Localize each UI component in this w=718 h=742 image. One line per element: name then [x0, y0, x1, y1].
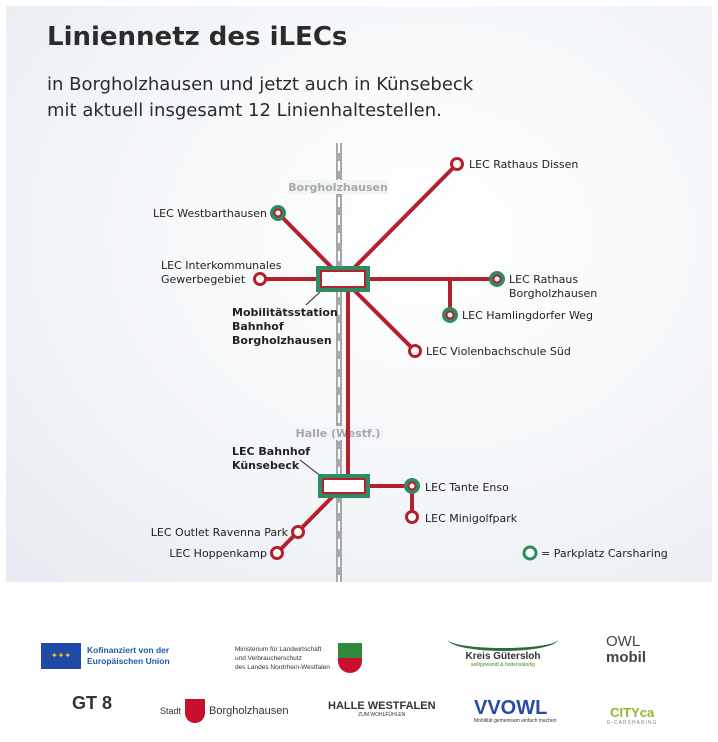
label-tante-enso: LEC Tante Enso — [425, 481, 509, 494]
town-label-halle: Halle (Westf.) — [296, 427, 381, 440]
label-rathaus-borgholz-2: Borgholzhausen — [509, 287, 597, 300]
stop-hoppenkamp — [270, 546, 284, 560]
subtitle-line-1: in Borgholzhausen und jetzt auch in Küns… — [47, 74, 474, 95]
borgholz-text: Borgholzhausen — [209, 705, 289, 717]
hub-label-2: Bahnhof — [232, 320, 284, 333]
mobil-text: mobil — [606, 649, 646, 666]
halle-text: HALLE WESTFALEN — [328, 700, 436, 712]
ministry-text-2: und Verbraucherschutz — [235, 654, 302, 662]
eu-flag-icon: ✦✦✦ — [41, 643, 81, 669]
label-hamlingdorfer: LEC Hamlingdorfer Weg — [462, 309, 593, 322]
legend-text: = Parkplatz Carsharing — [541, 547, 668, 560]
label-outlet: LEC Outlet Ravenna Park — [151, 526, 289, 539]
vvowl-text: VVOWL — [474, 697, 548, 719]
borgholz-crest-icon — [185, 699, 206, 723]
hub-label-1: Mobilitätsstation — [232, 306, 338, 319]
subtitle-line-2: mit aktuell insgesamt 12 Linienhaltestel… — [47, 100, 442, 121]
stop-interkommunal — [253, 272, 267, 286]
eu-text-1: Kofinanziert von der — [87, 645, 170, 655]
kreis-arc-icon — [448, 628, 558, 651]
ministry-text-1: Ministerium für Landwirtschaft — [235, 645, 322, 653]
eu-text-2: Europäischen Union — [87, 656, 170, 666]
stop-minigolf — [405, 510, 419, 524]
logo-gt8: GT 8 — [44, 693, 112, 714]
label-minigolf: LEC Minigolfpark — [425, 512, 518, 525]
logo-vvowl: VVOWL Mobilität gemeinsam einfach machen — [474, 698, 557, 724]
ministry-text-3: des Landes Nordrhein-Westfalen — [235, 663, 330, 671]
label-rathaus-dissen: LEC Rathaus Dissen — [469, 158, 578, 171]
label-hoppenkamp: LEC Hoppenkamp — [169, 547, 267, 560]
vvowl-tagline: Mobilität gemeinsam einfach machen — [474, 718, 557, 724]
kuensebeck-label-2: Künsebeck — [232, 459, 300, 472]
logo-kreis-guetersloh: Kreis Gütersloh weltgewandt & bodenständ… — [448, 628, 558, 668]
bus-lines — [260, 162, 497, 555]
cityca-text: CITYca — [610, 705, 655, 720]
kreis-text: Kreis Gütersloh — [465, 651, 541, 662]
hub-kuensebeck — [318, 474, 370, 498]
label-rathaus-borgholz-1: LEC Rathaus — [509, 273, 578, 286]
logo-stadt-borgholzhausen: Stadt Borgholzhausen — [160, 699, 289, 723]
kreis-tagline: weltgewandt & bodenständig — [471, 662, 535, 668]
logo-halle: HALLE WESTFALEN ZUM WOHLFÜHLEN — [328, 700, 436, 718]
logo-cityca: CITYca E-CARSHARING — [607, 705, 657, 726]
hub-mobilitaetsstation — [316, 266, 370, 292]
owl-text: OWL — [606, 633, 641, 650]
legend-carsharing-icon — [522, 545, 538, 561]
stop-rathaus-dissen — [450, 157, 464, 171]
hub-label-3: Borgholzhausen — [232, 334, 332, 347]
town-label-borgholzhausen: Borgholzhausen — [288, 181, 388, 194]
halle-tagline: ZUM WOHLFÜHLEN — [358, 712, 406, 718]
nrw-crest-icon — [337, 643, 362, 673]
stops — [253, 157, 505, 560]
page-title: Liniennetz des iLECs — [47, 22, 348, 52]
label-interkommunal-1: LEC Interkommunales — [161, 259, 282, 272]
stadt-text: Stadt — [160, 706, 182, 716]
cityca-tagline: E-CARSHARING — [607, 720, 658, 726]
stop-outlet — [291, 525, 305, 539]
label-violenbach: LEC Violenbachschule Süd — [426, 345, 571, 358]
network-map: Borgholzhausen Halle (Westf.) LEC Rathau… — [151, 143, 668, 582]
kuensebeck-label-1: LEC Bahnhof — [232, 445, 310, 458]
label-interkommunal-2: Gewerbegebiet — [161, 273, 246, 286]
stop-violenbach — [408, 344, 422, 358]
gt8-text: GT 8 — [72, 693, 113, 713]
label-westbarthausen: LEC Westbarthausen — [153, 207, 267, 220]
